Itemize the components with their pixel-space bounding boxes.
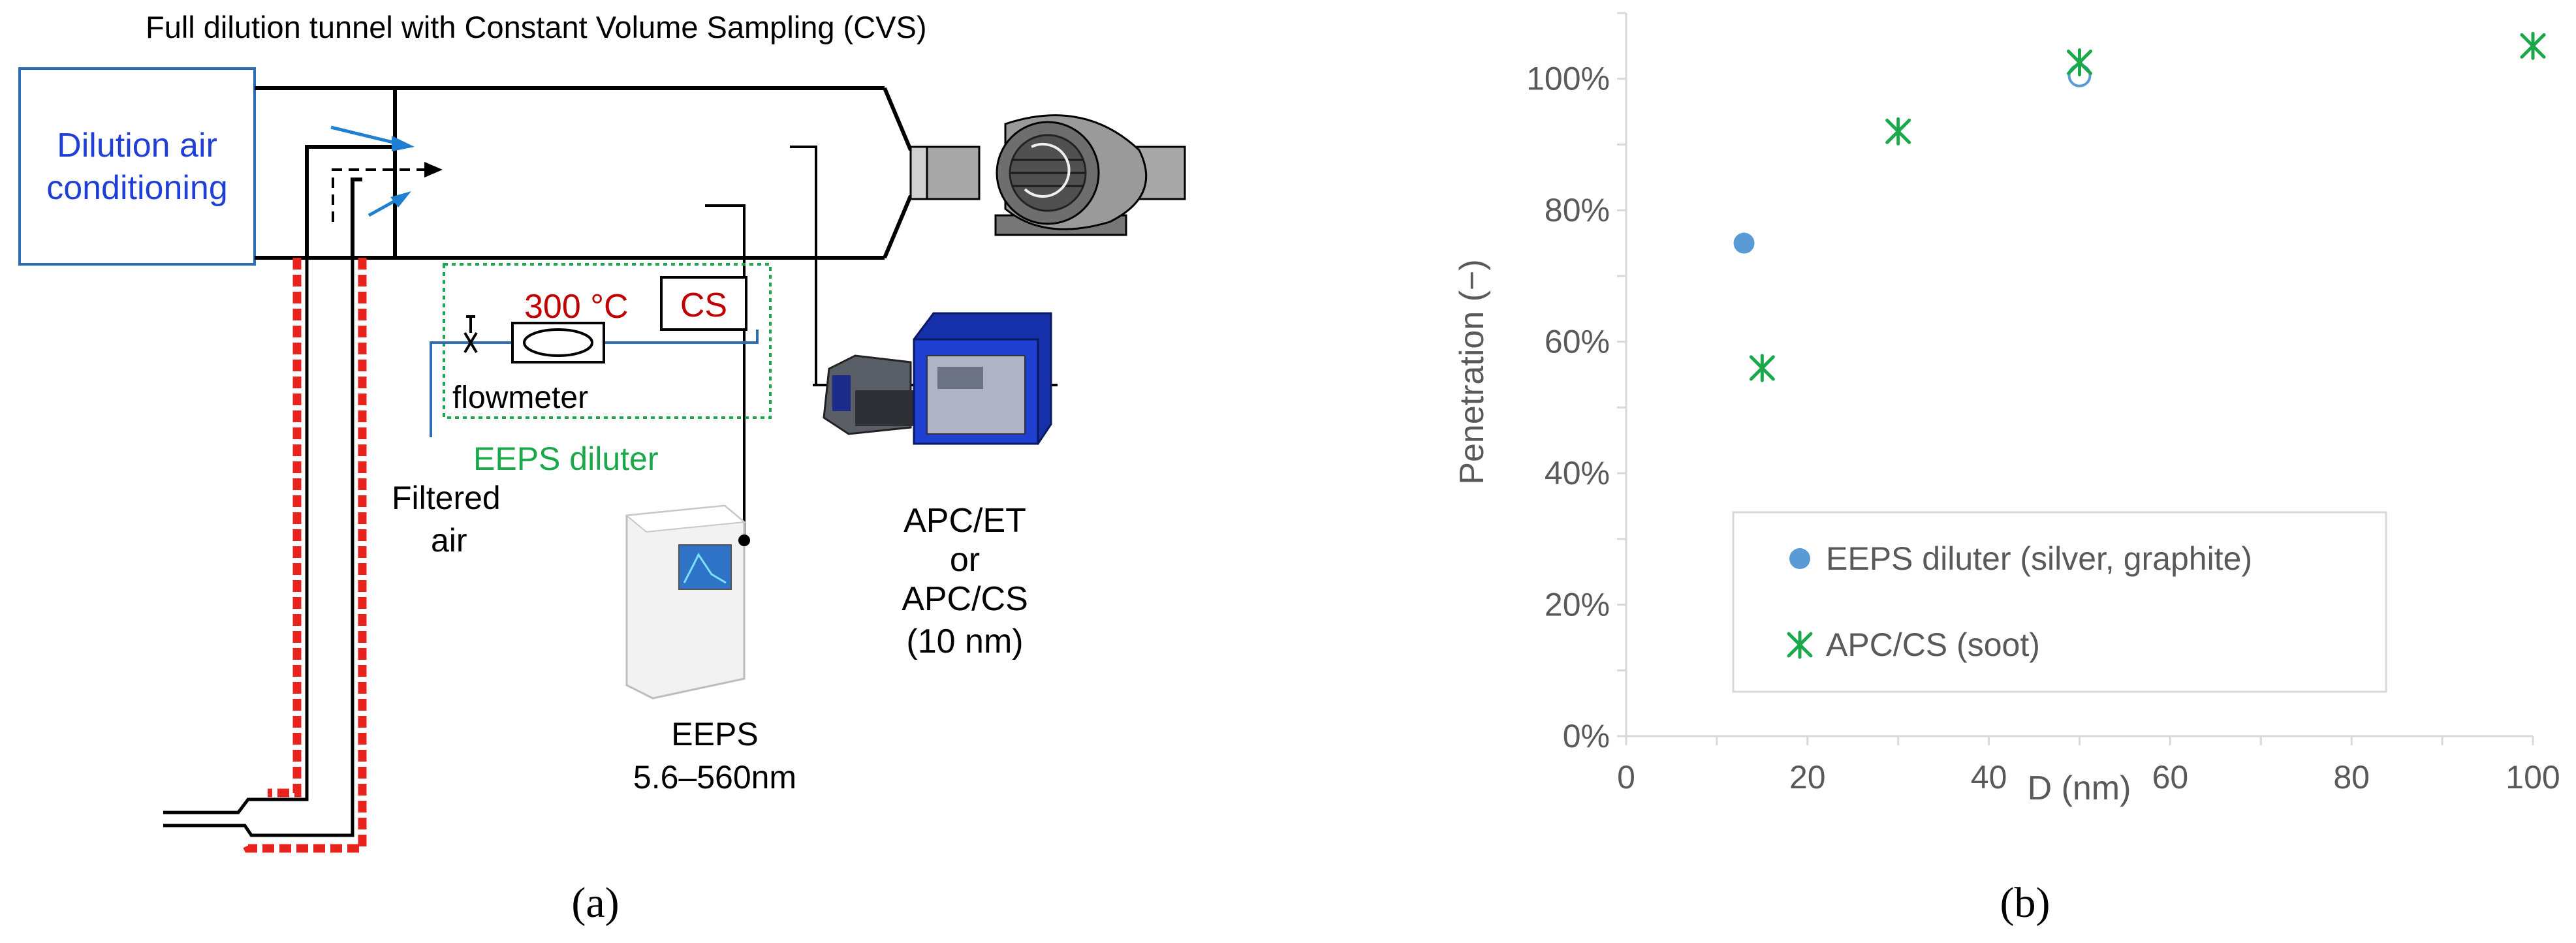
data-points [1733, 31, 2546, 382]
panel-b-chart: 0% 20% 40% 60% 80% 100% 0 20 40 60 80 100 Penetrat… [1453, 12, 2560, 927]
panel-b-caption: (b) [2000, 879, 2050, 927]
dilution-air-line2: conditioning [46, 169, 228, 207]
temperature-label: 300 °C [524, 288, 629, 326]
flow-arrow-dashed [332, 168, 424, 222]
x-tick-label: 100 [2505, 759, 2560, 796]
y-tick-label: 20% [1545, 587, 1610, 623]
legend-label-eeps: EEPS diluter (silver, graphite) [1826, 540, 2252, 577]
eeps-probe-line [705, 204, 746, 540]
legend-marker-eeps [1789, 548, 1810, 569]
dilution-air-line1: Dilution air [57, 127, 217, 164]
eeps-instrument-icon [625, 504, 750, 700]
eeps-diluter-box [443, 263, 772, 419]
y-tick-label: 0% [1563, 718, 1610, 754]
y-tick-label: 60% [1545, 324, 1610, 360]
point-eeps-diluter [1733, 232, 1755, 254]
fan-blower-icon [909, 114, 1186, 236]
x-tick-label: 60 [2152, 759, 2189, 796]
flowmeter-label: flowmeter [452, 380, 588, 415]
panel-a-caption: (a) [571, 879, 619, 927]
y-axis-label: Penetration (−) [1453, 259, 1491, 484]
y-tick-label: 100% [1526, 61, 1610, 97]
sampling-probe [305, 145, 401, 258]
legend-asterisk-glyph [1787, 630, 1813, 659]
arrowhead-black [424, 162, 443, 178]
panel-a-title: Full dilution tunnel with Constant Volum… [146, 10, 926, 44]
point-apc-cs [2067, 48, 2092, 77]
cs-label: CS [680, 286, 727, 324]
valve-icon [463, 315, 478, 354]
eeps-label-line2: 5.6–560nm [633, 759, 796, 796]
apc-instrument-icon [813, 312, 1058, 445]
apc-label-line3: APC/CS [902, 580, 1028, 618]
apc-label-line1: APC/ET [903, 502, 1026, 540]
legend-label-apc: APC/CS (soot) [1826, 626, 2040, 663]
point-apc-cs [2520, 31, 2546, 60]
apc-label-line4: (10 nm) [906, 623, 1023, 660]
exhaust-tailpipe [163, 258, 354, 837]
x-tick-label: 40 [1971, 759, 2007, 796]
legend: EEPS diluter (silver, graphite) APC/CS (… [1732, 511, 2387, 693]
y-tick-marks [1617, 12, 1626, 737]
heated-line [241, 258, 367, 853]
filtered-air-line [430, 330, 759, 437]
cs-box [660, 276, 747, 331]
apc-label-line2: or [950, 541, 980, 579]
x-tick-label: 80 [2333, 759, 2370, 796]
legend-box [1732, 511, 2387, 693]
legend-marker-apc [1787, 630, 1813, 659]
filtered-air-line1: Filtered [392, 480, 501, 516]
dilution-air-box [18, 67, 256, 266]
apc-probe-line [790, 146, 829, 386]
dilution-air-arrows [330, 125, 415, 217]
eeps-label-line1: EEPS [671, 716, 758, 752]
flowmeter-ellipse [523, 328, 593, 357]
y-tick-label: 40% [1545, 455, 1610, 491]
point-apc-cs [1885, 117, 1911, 146]
x-tick-labels: 0 20 40 60 80 100 [1617, 759, 2560, 796]
filtered-air-line2: air [431, 522, 467, 559]
point-apc-cs [1749, 354, 1775, 382]
panel-a-schematic: Full dilution tunnel with Constant Volum… [18, 10, 1186, 927]
y-tick-labels: 0% 20% 40% 60% 80% 100% [1526, 61, 1610, 754]
eeps-diluter-label: EEPS diluter [473, 441, 658, 477]
x-tick-label: 20 [1789, 759, 1826, 796]
x-tick-marks [1625, 736, 2534, 745]
y-tick-label: 80% [1545, 192, 1610, 228]
x-tick-label: 0 [1617, 759, 1635, 796]
x-axis-label: D (nm) [2028, 769, 2131, 807]
